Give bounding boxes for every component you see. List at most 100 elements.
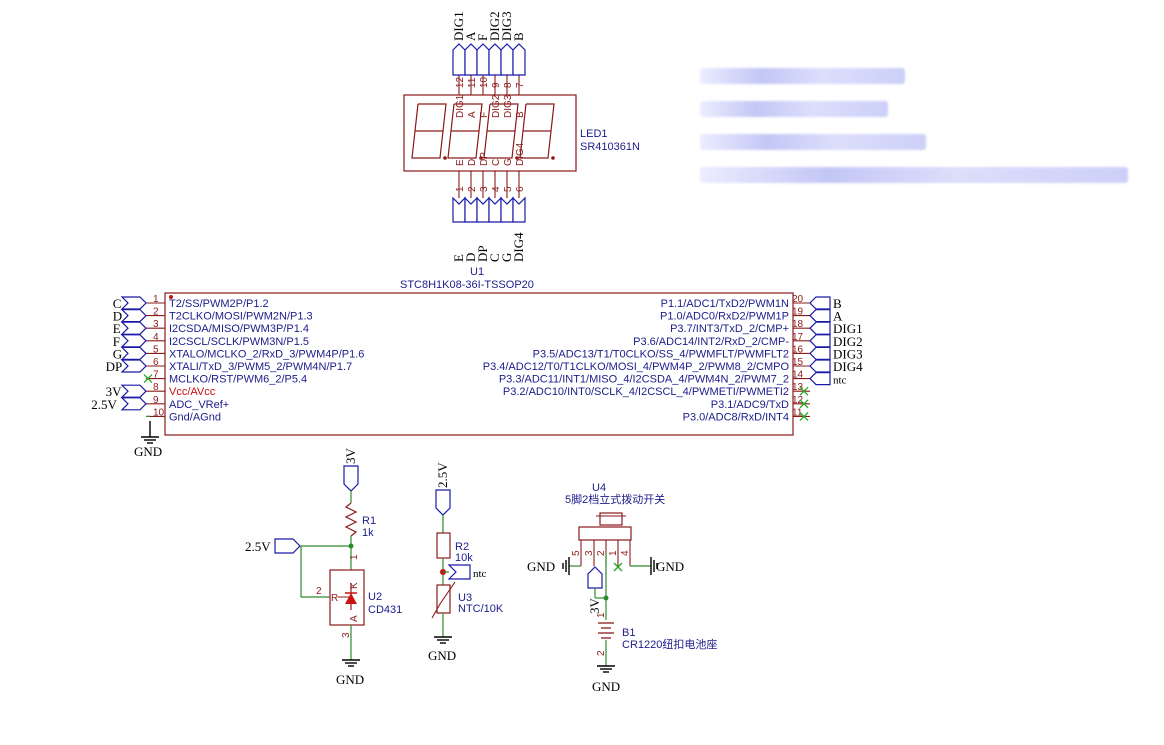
- redacted-note-1: [700, 68, 905, 84]
- pin1-marker: [169, 295, 173, 299]
- mcu-left-label: I2CSCL/SCLK/PWM3N/P1.5: [169, 336, 309, 348]
- led-top-net: B: [511, 32, 526, 41]
- mcu-body: [164, 292, 794, 436]
- u4-ref: U4: [592, 482, 606, 494]
- mcu-right-label: P3.4/ADC12/T0/T1CLKO/MOSI_4/PWM4P_2/PWM8…: [483, 361, 790, 373]
- mcu-left-pin: I2CSDA/MISO/PWM3P/P1.43E: [113, 319, 309, 336]
- led-bottom-name: DIG4: [515, 142, 526, 166]
- led-display[interactable]: LED1 SR410361N DIG112DIG1A11AF10FDIG29DI…: [403, 11, 640, 262]
- led-bottom-num: 2: [467, 186, 478, 192]
- u4-pin: 3: [584, 540, 595, 566]
- digit-1: [411, 103, 447, 160]
- mcu-right-label: P3.1/ADC9/TxD: [711, 399, 789, 411]
- mcu-left-num: 5: [153, 344, 159, 355]
- mcu-left-label: Gnd/AGnd: [169, 411, 221, 423]
- mcu-left-label: ADC_VRef+: [169, 399, 229, 411]
- led-top-net: DIG1: [451, 11, 466, 41]
- mcu-right-pin: P3.2/ADC10/INT0/SCLK_4/I2CSCL_4/PWMETI/P…: [503, 382, 810, 398]
- led-top-num: 7: [515, 82, 526, 88]
- u4-body: [578, 526, 632, 541]
- ntc-port: [447, 564, 471, 580]
- led-top-num: 9: [491, 82, 502, 88]
- led-top-name: DIG2: [491, 94, 502, 118]
- svg-text:3: 3: [341, 632, 352, 638]
- svg-text:2: 2: [316, 586, 322, 597]
- mcu-left-pin: T2CLKO/MOSI/PWM2N/P1.32D: [113, 307, 313, 324]
- u3-part: NTC/10K: [458, 603, 504, 615]
- mcu-right-label: P1.1/ADC1/TxD2/PWM1N: [661, 298, 789, 310]
- mcu-right-net: DIG3: [833, 346, 863, 361]
- led-top-name: F: [479, 112, 490, 118]
- led-top-num: 8: [503, 82, 514, 88]
- mcu-left-pin: I2CSCL/SCLK/PWM3N/P1.54F: [113, 332, 309, 349]
- svg-text:GND: GND: [428, 648, 456, 663]
- mcu-left-pins: T2/SS/PWM2P/P1.21CT2CLKO/MOSI/PWM2N/P1.3…: [91, 294, 364, 423]
- mcu-left-net: F: [113, 334, 120, 349]
- led-top-name: B: [515, 111, 526, 118]
- led-top-name: A: [467, 111, 478, 118]
- led-top-net: A: [463, 31, 478, 41]
- led-top-net: DIG2: [487, 11, 502, 41]
- led-top-net: DIG3: [499, 11, 514, 41]
- led-bottom-name: E: [455, 159, 466, 166]
- b1-part: CR1220纽扣电池座: [622, 637, 717, 651]
- b1-battery: [598, 622, 614, 639]
- mcu-left-num: 6: [153, 357, 159, 368]
- svg-text:GND: GND: [656, 559, 684, 574]
- u4-slider: [599, 512, 623, 526]
- mcu-left-net: C: [113, 296, 122, 311]
- u4-pin-num: 5: [571, 550, 582, 556]
- mcu-right-num: 19: [792, 307, 804, 318]
- ref-gnd-symbol: GND: [336, 659, 364, 687]
- mcu-left-pin: T2/SS/PWM2P/P1.21C: [113, 294, 269, 311]
- r2-ref: R2: [455, 541, 469, 553]
- mcu-right-pin: P3.4/ADC12/T0/T1CLKO/MOSI_4/PWM4P_2/PWM8…: [483, 357, 863, 374]
- mcu-right-label: P3.6/ADC14/INT2/RxD_2/CMP-: [633, 336, 789, 348]
- led-top-name: DIG1: [455, 94, 466, 118]
- mcu-left-net: DP: [106, 359, 123, 374]
- redacted-note-4: [700, 167, 1128, 183]
- led-bottom-pin: C4C: [487, 159, 502, 262]
- mcu-right-num: 14: [792, 370, 804, 381]
- led-bottom-name: DP: [479, 152, 490, 166]
- svg-text:2: 2: [596, 650, 607, 656]
- ntc-2v5-port: [435, 489, 451, 516]
- switch-gnd-right: GND: [650, 557, 684, 575]
- mcu-right-net: DIG4: [833, 359, 863, 374]
- u2-ref: U2: [368, 591, 382, 603]
- led-bottom-pin: E1E: [451, 159, 466, 262]
- mcu-right-num: 12: [792, 395, 804, 406]
- led-bottom-net: D: [463, 253, 478, 262]
- svg-text:K: K: [349, 582, 360, 589]
- mcu-right-pin: P3.5/ADC13/T1/T0CLKO/SS_4/PWMFLT/PWMFLT2…: [533, 344, 863, 361]
- led-bottom-num: 3: [479, 186, 490, 192]
- b1-ref: B1: [622, 627, 635, 639]
- r1-value: 1k: [362, 527, 374, 539]
- mcu-right-num: 11: [792, 407, 803, 418]
- led-bottom-num: 5: [503, 186, 514, 192]
- led-bottom-net: DP: [475, 245, 490, 262]
- mcu-left-net: 3V: [106, 384, 123, 399]
- reference-circuit[interactable]: 3V R1 1k 2.5V 1 K R 2 A 3 U2 CD431: [245, 448, 402, 688]
- mcu-u1[interactable]: U1 STC8H1K08-36I-TSSOP20 T2/SS/PWM2P/P1.…: [91, 266, 863, 459]
- svg-text:ntc: ntc: [473, 568, 487, 580]
- mcu-right-label: P3.5/ADC13/T1/T0CLKO/SS_4/PWMFLT/PWMFLT2: [533, 348, 789, 360]
- mcu-right-num: 15: [792, 357, 804, 368]
- ntc-circuit[interactable]: 2.5V R2 10k ntc U3 NTC/10K GND: [428, 462, 504, 663]
- mcu-right-num: 13: [792, 382, 804, 393]
- mcu-left-label: XTALO/MCLKO_2/RxD_3/PWM4P/P1.6: [169, 348, 364, 360]
- led-bottom-net: E: [451, 254, 466, 262]
- u4-pin: 2: [596, 540, 607, 566]
- mcu-left-num: 7: [153, 370, 159, 381]
- mcu-right-net: ntc: [833, 375, 847, 387]
